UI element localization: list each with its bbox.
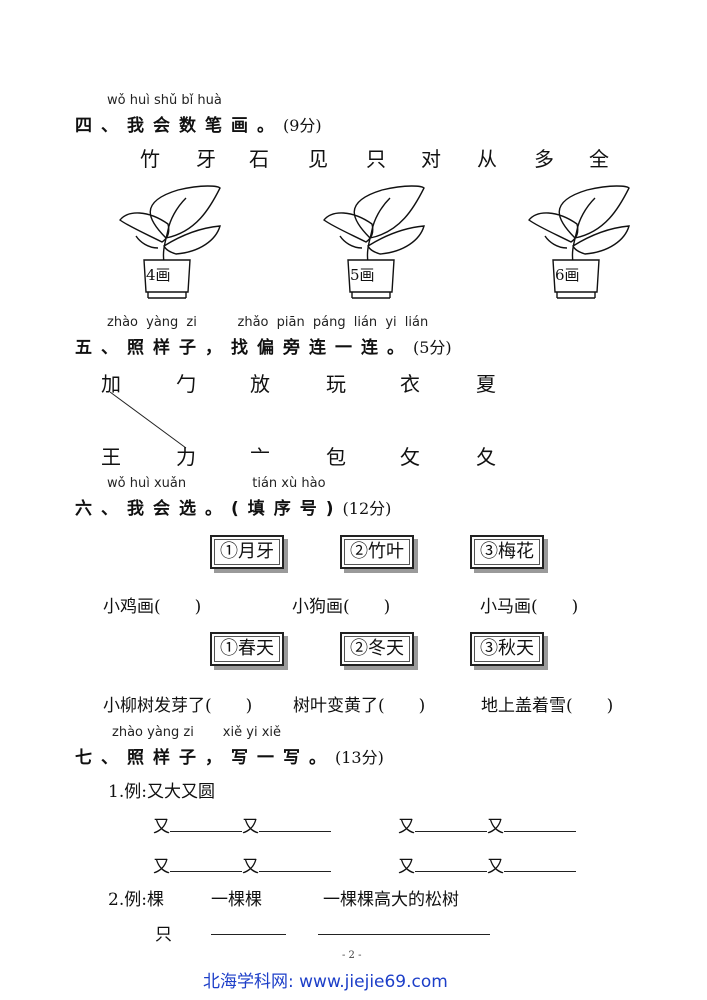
top-char-6: 夏 — [476, 372, 496, 396]
char-1: 竹 — [140, 147, 160, 171]
section4-heading: 四、我会数笔画。(9分) — [75, 116, 322, 136]
question-pony: 小马画( ) — [480, 597, 579, 617]
section7-heading: 七、照样子，写一写。(13分) — [75, 748, 384, 768]
question-chick: 小鸡画( ) — [103, 597, 202, 617]
blank[interactable] — [415, 856, 487, 872]
option-box-1-3: ③梅花 — [470, 535, 544, 569]
bottom-char-4: 包 — [326, 445, 346, 469]
example-connect-line — [109, 391, 187, 449]
top-char-2: 勹 — [176, 372, 196, 396]
example-2-question-char: 只 — [155, 925, 172, 945]
pot-label-1: 4画 — [146, 266, 171, 284]
section5-pinyin: zhào yàng zi zhǎo piān páng lián yi lián — [107, 315, 429, 330]
char-2: 牙 — [196, 147, 216, 171]
fill-row-1-left: 又又 — [153, 812, 331, 837]
char-5: 只 — [366, 147, 386, 171]
char-3: 石 — [249, 147, 269, 171]
bottom-char-3: 亠 — [250, 445, 270, 469]
section6-pinyin: wǒ huì xuǎn tián xù hào — [107, 476, 326, 491]
char-7: 从 — [477, 147, 497, 171]
blank[interactable] — [504, 816, 576, 832]
blank[interactable] — [415, 816, 487, 832]
section5-heading: 五、照样子，找偏旁连一连。(5分) — [75, 338, 452, 358]
footer-watermark: 北海学科网: www.jiejie69.com — [203, 972, 448, 992]
example-1-label: 1.例:又大又圆 — [108, 782, 215, 802]
option-box-1-2: ②竹叶 — [340, 535, 414, 569]
section6-heading: 六、我会选。(填序号)(12分) — [75, 499, 392, 519]
char-4: 见 — [308, 147, 328, 171]
option-box-2-3: ③秋天 — [470, 632, 544, 666]
question-puppy: 小狗画( ) — [292, 597, 391, 617]
option-box-1-1: ①月牙 — [210, 535, 284, 569]
bottom-char-2: 力 — [176, 445, 196, 469]
question-willow: 小柳树发芽了( ) — [103, 696, 253, 716]
blank[interactable] — [170, 816, 242, 832]
section7-pinyin: zhào yàng zi xiě yi xiě — [112, 725, 282, 740]
bottom-char-5: 攵 — [400, 445, 420, 469]
blank[interactable] — [259, 856, 331, 872]
option-box-2-1: ①春天 — [210, 632, 284, 666]
blank[interactable] — [170, 856, 242, 872]
answer-line-phrase[interactable] — [318, 934, 490, 935]
example-2-phrase: 一棵棵高大的松树 — [323, 890, 459, 910]
fill-row-2-right: 又又 — [398, 852, 576, 877]
example-2-word: 一棵棵 — [211, 890, 262, 910]
bottom-char-6: 夂 — [476, 445, 496, 469]
bottom-char-1: 王 — [101, 445, 121, 469]
top-char-5: 衣 — [400, 372, 420, 396]
top-char-3: 放 — [250, 372, 270, 396]
question-snow: 地上盖着雪( ) — [481, 696, 614, 716]
fill-row-1-right: 又又 — [398, 812, 576, 837]
blank[interactable] — [259, 816, 331, 832]
fill-row-2-left: 又又 — [153, 852, 331, 877]
question-leaves: 树叶变黄了( ) — [293, 696, 426, 716]
char-8: 多 — [534, 147, 554, 171]
top-char-1: 加 — [101, 372, 121, 396]
pot-label-3: 6画 — [555, 266, 580, 284]
blank[interactable] — [504, 856, 576, 872]
pot-label-2: 5画 — [350, 266, 375, 284]
page-number: - 2 - — [342, 950, 362, 961]
example-2-label: 2.例:棵 — [108, 890, 164, 910]
option-box-2-2: ②冬天 — [340, 632, 414, 666]
char-6: 对 — [421, 147, 441, 171]
answer-line-word[interactable] — [211, 934, 286, 935]
char-9: 全 — [589, 147, 609, 171]
section4-pinyin: wǒ huì shǔ bǐ huà — [107, 93, 222, 108]
top-char-4: 玩 — [326, 372, 346, 396]
